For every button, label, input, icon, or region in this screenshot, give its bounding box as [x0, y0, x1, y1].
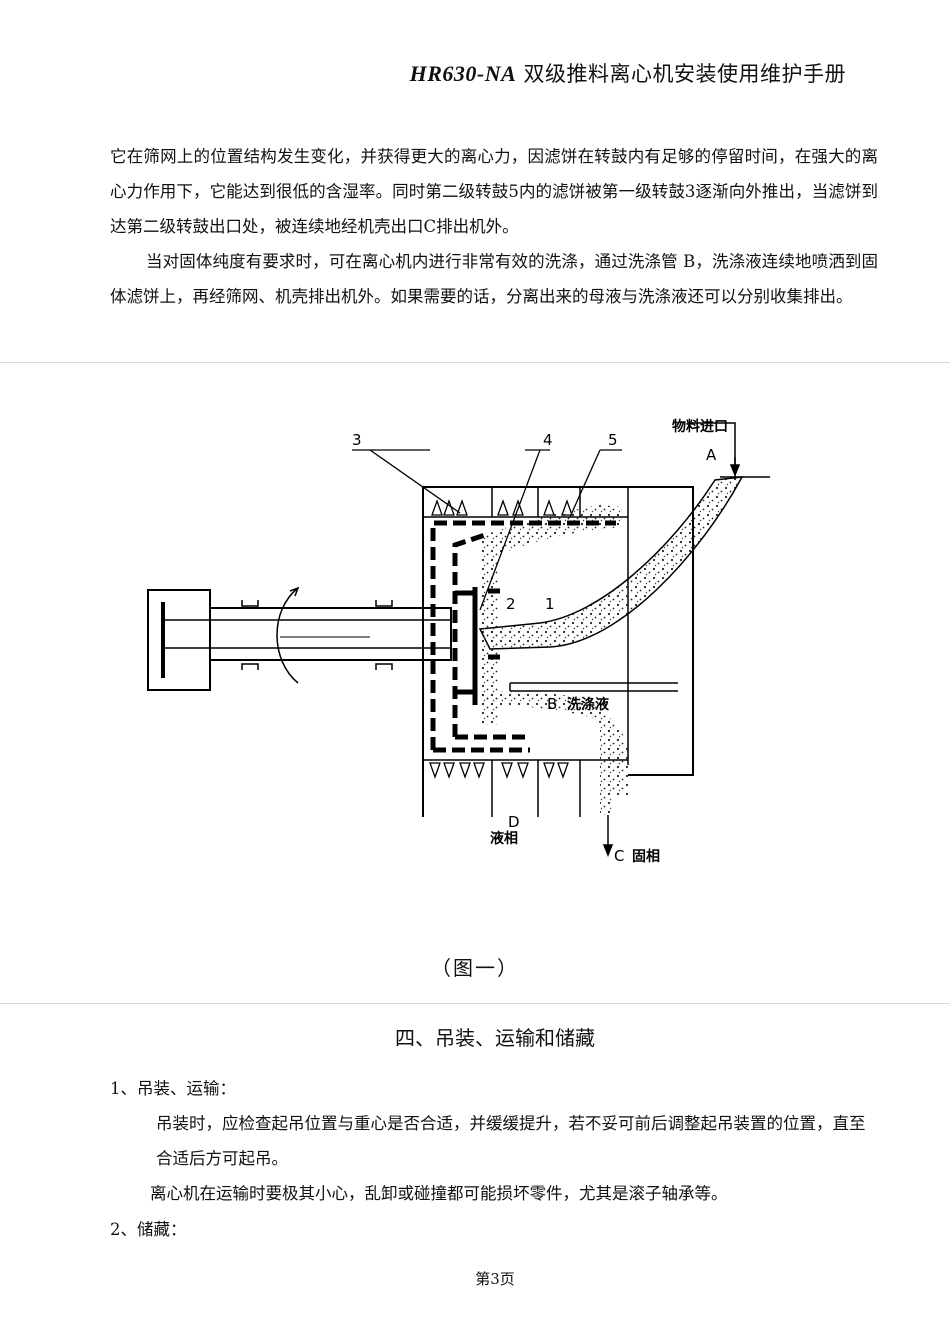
material-flow — [478, 476, 744, 815]
label-wash: 洗涤液 — [567, 696, 610, 713]
label-1: 1 — [545, 595, 555, 613]
paragraph-1: 它在筛网上的位置结构发生变化，并获得更大的离心力，因滤饼在转鼓内有足够的停留时间… — [110, 147, 878, 236]
label-d: D — [508, 813, 520, 831]
casing — [422, 486, 694, 817]
subsection-1-heading: 1、吊装、运输： — [110, 1079, 236, 1098]
label-liquid: 液相 — [490, 830, 518, 847]
divider-top — [0, 362, 950, 363]
label-2: 2 — [506, 595, 516, 613]
label-inlet: 物料进口 — [672, 418, 728, 435]
label-4: 4 — [543, 431, 553, 449]
manual-title: 双级推料离心机安装使用维护手册 — [523, 62, 846, 86]
diagram-labels: 3 4 5 2 1 物料进口 A B 洗涤液 D 液相 C 固相 — [352, 418, 728, 865]
model-number: HR630-NA — [409, 61, 517, 86]
centrifuge-diagram: 3 4 5 2 1 物料进口 A B 洗涤液 D 液相 C 固相 — [147, 418, 770, 865]
label-solid: 固相 — [632, 848, 660, 865]
label-b: B — [547, 695, 557, 713]
page-header: HR630-NA 双级推料离心机安装使用维护手册 — [410, 58, 846, 88]
drum-inner — [455, 587, 500, 705]
page-number: 第3页 — [475, 1270, 515, 1288]
leader-lines — [352, 449, 622, 611]
subsection-1-text: 吊装时，应检查起吊位置与重心是否合适，并缓缓提升，若不妥可前后调整起吊装置的位置… — [156, 1114, 866, 1168]
paragraph-2: 当对固体纯度有要求时，可在离心机内进行非常有效的洗涤，通过洗涤管 B，洗涤液连续… — [110, 252, 878, 306]
wash-pipe — [509, 682, 678, 692]
shaft — [209, 607, 452, 661]
divider-bottom — [0, 1003, 950, 1004]
shaft-flange — [147, 589, 211, 691]
label-5: 5 — [608, 431, 618, 449]
discharge-lines — [602, 422, 770, 858]
label-a: A — [706, 446, 717, 464]
figure-caption: （图一） — [431, 956, 519, 980]
subsection-2-heading: 2、储藏： — [110, 1220, 187, 1239]
section-title: 四、吊装、运输和储藏 — [395, 1026, 595, 1050]
label-c: C — [614, 847, 624, 865]
screen-teeth — [429, 499, 573, 779]
shaft-assembly — [147, 586, 452, 691]
drum-outer — [430, 520, 616, 753]
label-3: 3 — [352, 431, 362, 449]
subsection-1-text-2: 离心机在运输时要极其小心，乱卸或碰撞都可能损坏零件，尤其是滚子轴承等。 — [150, 1184, 728, 1203]
